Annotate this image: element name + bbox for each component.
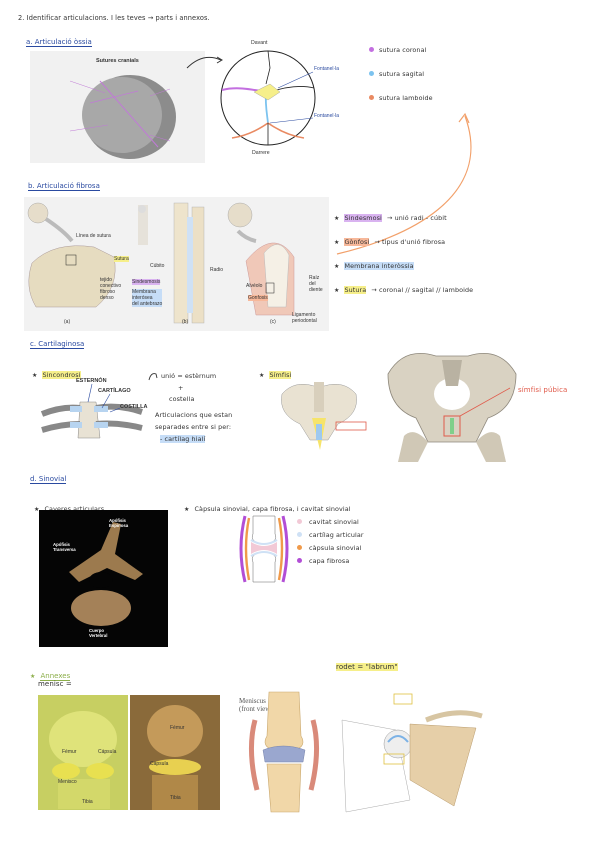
section-c-title: c. Cartilaginosa (30, 340, 85, 349)
pelvis-pointer-line (459, 387, 511, 417)
diagram-top-label: Davant (251, 40, 268, 46)
capsula-title: ★ Càpsula sinovial, capa fibrosa, i cavi… (184, 505, 351, 513)
fibrous-drawing (27, 202, 295, 324)
skull-sutures-image: Sutures cranials (30, 51, 205, 163)
vertebra-photo: Apófisis Espinosa Apófisis Transversa Cu… (39, 510, 168, 647)
union-plus: + (178, 384, 184, 392)
note-sindesmosi: ★ Sindesmosi → unió radi - cúbit (334, 214, 447, 222)
articulation-text-3: - cartílag hialí (160, 435, 206, 443)
tibia-label: Tibia (82, 799, 93, 805)
menisc-label: menisc = (38, 680, 72, 688)
ribcage-drawing (40, 383, 143, 439)
cartilago-label: CARTÍLAGO (98, 388, 131, 394)
sincondrosi-image: ESTERNÓN CARTÍLAGO COSTILLA (38, 372, 148, 454)
coronal-color-dot (369, 47, 374, 52)
raiz-label: Raíz del diente (309, 275, 323, 293)
linea-sutura-label: Línea de sutura (76, 233, 111, 239)
ligamento-label: Ligamento periodontal (292, 312, 317, 324)
apofisis-espinosa-label: Apófisis Espinosa (109, 518, 129, 528)
page-heading: 2. Identificar articulacions. I les teve… (18, 14, 210, 22)
synovial-joint-drawing (239, 515, 289, 583)
knee-mri-2: Fémur Cápsula Tibia (130, 695, 220, 810)
figure-b-label: (b) (182, 319, 189, 325)
meniscus-caption: Meniscus (front view) (239, 697, 273, 713)
esternon-label: ESTERNÓN (76, 378, 107, 384)
capsula-color-dot (297, 545, 302, 550)
tibia-label-2: Tibia (170, 795, 181, 801)
diagram-bottom-label: Darrere (252, 150, 270, 156)
gonfosis-label: Gonfosis (248, 295, 268, 301)
articulation-text-1: Articulacions que estan (155, 411, 233, 419)
pelvis-photo (384, 346, 520, 462)
simfisi-title: ★ Símfisi (259, 371, 292, 379)
costilla-label: COSTILLA (120, 404, 148, 410)
note-gonfosi: ★ Gònfosi → tipus d'unió fibrosa (334, 238, 446, 246)
capa-color-dot (297, 558, 302, 563)
apofisis-transversa-label: Apófisis Transversa (53, 542, 76, 552)
knee-mri-1-drawing (49, 711, 117, 809)
skull-drawing (69, 75, 176, 159)
fibrous-joints-image: Línea de sutura Sutura tejido conectivo … (24, 197, 329, 331)
cubito-label: Cúbito (150, 263, 165, 269)
orange-arrow-icon (336, 112, 472, 255)
note-sutura: ★ Sutura → coronal // sagital // lamboid… (334, 286, 474, 294)
fontanelle-diagram (220, 50, 316, 146)
capsula-label: Cápsula (98, 749, 117, 755)
union-text-1: unió = estèrnum (161, 372, 217, 380)
simfisi-pelvis-drawing (281, 382, 367, 450)
fontanelle-label-1: Fontanel·la (314, 66, 340, 72)
figure-a-label: (a) (64, 319, 71, 325)
fibrous-notes: ★ Sindesmosi → unió radi - cúbit ★ Gònfo… (334, 205, 473, 301)
cartilag-color-dot (297, 532, 302, 537)
menisco-label: Menisco (58, 779, 77, 785)
shoulder-labrum-drawing (341, 693, 483, 813)
sincondrosi-title: ★ Sincondrosi (32, 371, 81, 379)
curl-arrow-icon (148, 373, 158, 381)
membrana-label: Membrana interósea del antebrazo (132, 289, 163, 307)
union-text-2: costella (169, 395, 195, 403)
knee-mri-1: Fémur Cápsula Menisco Tibia (38, 695, 128, 810)
tejido-label: tejido conectivo fibroso denso (100, 277, 122, 301)
femur-label: Fémur (62, 749, 77, 755)
pelvis-drawing (387, 352, 517, 462)
simfisi-pubica-label: símfisi púbica (518, 386, 568, 394)
annexes-title: ★ Annexes (30, 672, 71, 681)
knee-mri-2-drawing (147, 705, 203, 810)
lamboide-color-dot (369, 95, 374, 100)
curved-arrow-icon (186, 56, 223, 69)
cavitat-color-dot (297, 519, 302, 524)
capsula-label-2: Cápsula (150, 761, 169, 767)
sagital-color-dot (369, 71, 374, 76)
rodet-label: rodet = "labrum" (336, 663, 398, 671)
section-d-title: d. Sinovial (30, 475, 67, 484)
fontanelle-label-2: Fontanel·la (314, 113, 340, 119)
articulation-text-2: separades entre si per: (155, 423, 232, 431)
vertebra-drawing (69, 522, 143, 626)
sutura-label: Sutura (114, 256, 129, 262)
figure-c-label: (c) (270, 319, 276, 325)
section-a-title: a. Articulació òssia (26, 38, 92, 47)
knee-front-drawing (248, 691, 320, 813)
radio-label: Radio (210, 267, 224, 273)
caveres-title: ★ Caveres articulars (34, 505, 105, 513)
alveolo-label: Alvéolo (246, 283, 263, 289)
sindesmosis-label: Sindesmosis (132, 279, 161, 285)
section-b-title: b. Articulació fibrosa (28, 182, 100, 191)
femur-label-2: Fémur (170, 725, 185, 731)
note-membrana: ★ Membrana interòssia (334, 262, 414, 270)
skull-image-title: Sutures cranials (96, 58, 139, 64)
cuerpo-vertebral-label: Cuerpo Vertebral (89, 628, 108, 638)
